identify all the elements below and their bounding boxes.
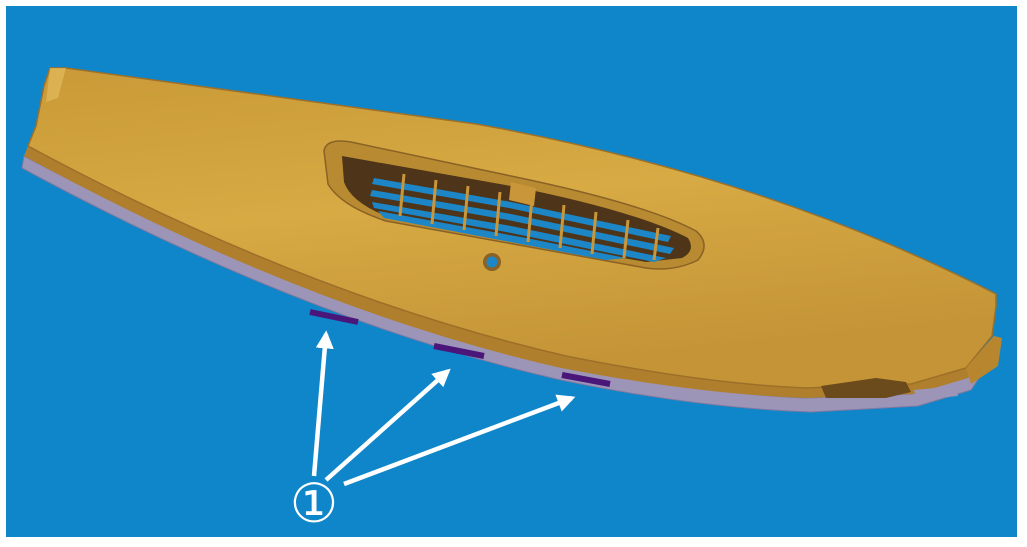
panel-right-tab bbox=[966, 336, 1002, 384]
leader-arrow bbox=[343, 394, 576, 487]
panel-rear-lip bbox=[46, 68, 66, 102]
vent-grille-dividers bbox=[398, 173, 660, 261]
clip-marker bbox=[561, 372, 611, 387]
vent-center-divider bbox=[509, 182, 536, 206]
panel-lower-notch bbox=[821, 378, 911, 398]
leader-arrows bbox=[311, 330, 576, 487]
callout-number-label: ① bbox=[289, 472, 339, 535]
dashboard-panel-illustration bbox=[6, 6, 1017, 537]
clip-marker bbox=[433, 343, 485, 359]
diagram-frame: ① bbox=[6, 6, 1017, 537]
sensor-hole-icon bbox=[483, 253, 501, 271]
clip-markers bbox=[309, 309, 611, 387]
leader-arrow bbox=[324, 368, 451, 482]
panel-lower-tab bbox=[914, 386, 958, 400]
leader-arrow bbox=[311, 330, 334, 477]
clip-marker bbox=[309, 309, 359, 325]
panel-front-edge bbox=[24, 146, 994, 398]
